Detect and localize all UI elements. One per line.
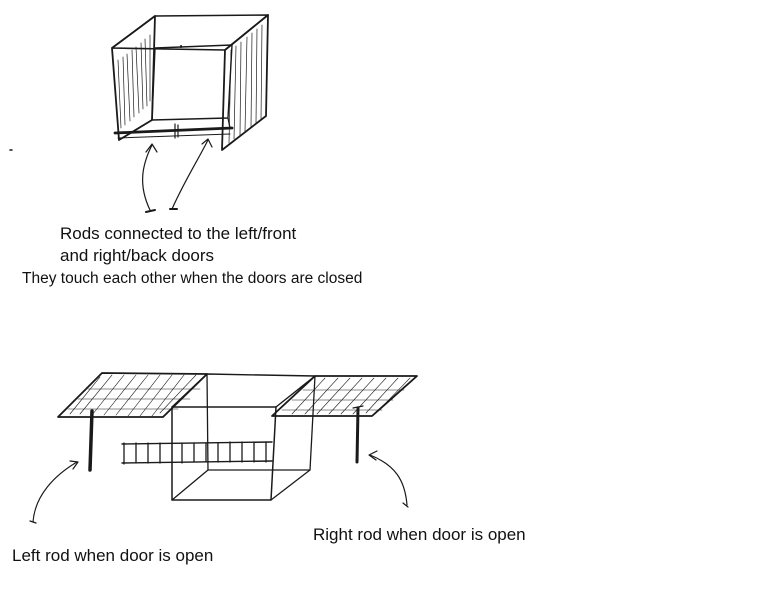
open-cabinet-sketch xyxy=(30,373,417,523)
open-cabinet-body xyxy=(172,374,315,407)
open-cabinet-back xyxy=(207,374,315,470)
closed-cabinet-sketch xyxy=(10,15,268,212)
left-open-door-hatching xyxy=(68,375,200,416)
rods-caption-line-1: Rods connected to the left/front xyxy=(60,224,297,243)
left-door-panel xyxy=(112,16,155,140)
right-rod-top-mark xyxy=(353,406,363,408)
left-rod-open xyxy=(90,411,92,470)
open-cabinet-front xyxy=(172,407,276,500)
ladder-rails xyxy=(122,442,272,463)
arrow-head-left-rod-open xyxy=(30,461,78,523)
arrow-head-right-rod-open xyxy=(369,451,408,507)
cabinet-top-face xyxy=(112,15,268,50)
rods-caption-line-2: and right/back doors xyxy=(60,246,215,265)
left-rod-label: Left rod when door is open xyxy=(12,546,214,565)
rods-touching xyxy=(115,128,232,133)
arrow-head-right-rod xyxy=(202,139,212,147)
left-open-door xyxy=(58,373,207,417)
arrow-tails xyxy=(146,209,177,212)
right-door-panel xyxy=(222,15,268,150)
arrow-to-left-rod xyxy=(143,145,152,210)
right-rod-open xyxy=(357,408,358,462)
arrow-to-left-rod-open xyxy=(33,462,77,522)
rods-touch-note: They touch each other when the doors are… xyxy=(22,270,363,287)
left-door-hatching xyxy=(118,35,150,128)
right-open-door-hatching xyxy=(282,378,410,414)
rod-junction-mark xyxy=(175,124,178,138)
right-door-hatching xyxy=(229,25,262,143)
arrow-to-right-rod-open xyxy=(370,455,407,505)
arrow-head-left-rod xyxy=(146,144,157,152)
ladder-rungs xyxy=(124,442,266,464)
right-open-door xyxy=(272,376,417,416)
cabinet-back-panel xyxy=(152,45,232,120)
arrow-to-right-rod xyxy=(172,140,208,209)
right-rod-label: Right rod when door is open xyxy=(313,525,526,544)
open-cabinet-floor xyxy=(172,470,310,500)
rods-touching-shadow xyxy=(118,134,230,138)
